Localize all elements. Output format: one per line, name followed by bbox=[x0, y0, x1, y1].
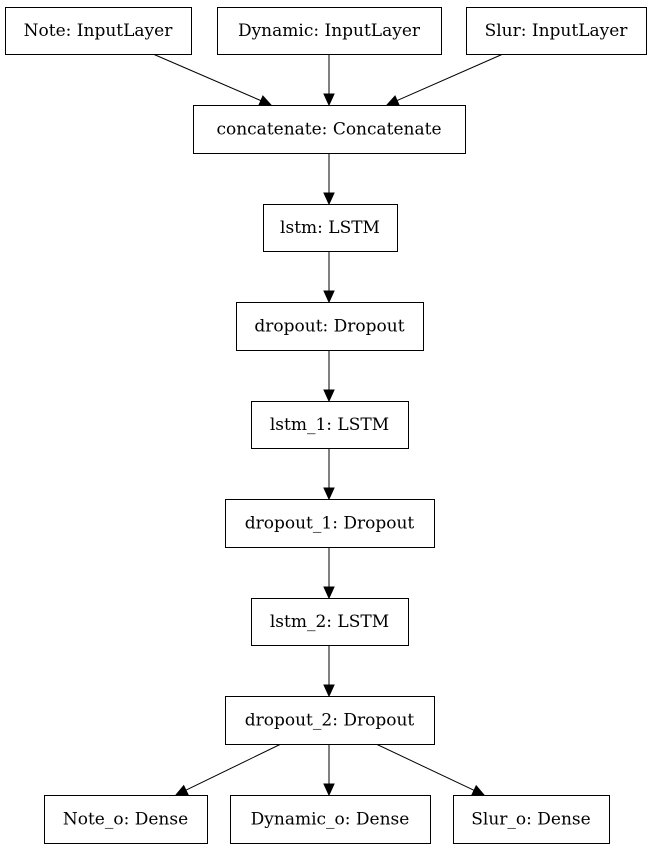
node-label: Note_o: Dense bbox=[63, 810, 188, 830]
arrowhead-icon bbox=[323, 290, 335, 304]
node-label: dropout_2: Dropout bbox=[245, 711, 415, 731]
node-label: Dynamic_o: Dense bbox=[251, 810, 410, 830]
arrowhead-icon bbox=[471, 784, 486, 796]
node-lstm: lstm: LSTM bbox=[263, 204, 398, 252]
node-box bbox=[225, 499, 435, 548]
node-dropout-2: dropout_2: Dropout bbox=[225, 696, 435, 745]
node-label: concatenate: Concatenate bbox=[216, 120, 441, 140]
arrowhead-icon bbox=[323, 586, 335, 600]
node-label: dropout_1: Dropout bbox=[245, 514, 415, 534]
node-box bbox=[251, 401, 409, 449]
edge-slur_input-to-concatenate bbox=[385, 53, 504, 106]
node-note-output: Note_o: Dense bbox=[44, 795, 208, 844]
arrowhead-icon bbox=[323, 192, 335, 206]
edge-dropout_2-to-dynamic_output bbox=[323, 744, 335, 797]
arrowhead-icon bbox=[323, 684, 335, 698]
node-box bbox=[193, 105, 466, 154]
node-label: lstm_1: LSTM bbox=[270, 415, 389, 435]
node-box bbox=[466, 7, 647, 55]
edge-dropout_1-to-lstm_2 bbox=[323, 547, 335, 600]
edge-concatenate-to-lstm bbox=[323, 153, 335, 206]
edge-dropout_2-to-slur_output bbox=[375, 743, 486, 796]
node-slur-output: Slur_o: Dense bbox=[453, 795, 610, 844]
arrowhead-icon bbox=[323, 93, 335, 107]
node-box bbox=[44, 795, 208, 844]
arrowhead-icon bbox=[323, 487, 335, 501]
node-box bbox=[453, 795, 610, 844]
node-box bbox=[5, 7, 192, 55]
node-box bbox=[251, 598, 409, 646]
node-lstm-2: lstm_2: LSTM bbox=[251, 598, 409, 646]
edge-line bbox=[185, 743, 282, 791]
edge-dynamic_input-to-concatenate bbox=[323, 54, 335, 107]
edge-lstm_2-to-dropout_2 bbox=[323, 645, 335, 698]
node-dynamic-output: Dynamic_o: Dense bbox=[230, 795, 431, 844]
node-lstm-1: lstm_1: LSTM bbox=[251, 401, 409, 449]
arrowhead-icon bbox=[174, 784, 189, 796]
arrowhead-icon bbox=[385, 95, 400, 106]
node-concatenate: concatenate: Concatenate bbox=[193, 105, 466, 154]
edge-dropout-to-lstm_1 bbox=[323, 350, 335, 403]
node-box bbox=[225, 696, 435, 745]
node-box bbox=[236, 302, 424, 351]
node-dynamic-input: Dynamic: InputLayer bbox=[217, 7, 442, 55]
node-label: Dynamic: InputLayer bbox=[238, 21, 421, 41]
node-label: lstm_2: LSTM bbox=[270, 612, 389, 632]
node-dropout: dropout: Dropout bbox=[236, 302, 424, 351]
edge-line bbox=[396, 53, 504, 102]
node-label: Slur_o: Dense bbox=[471, 810, 590, 830]
edge-line bbox=[152, 53, 262, 102]
node-box bbox=[230, 795, 431, 844]
edge-dropout_2-to-note_output bbox=[174, 743, 282, 796]
node-label: Slur: InputLayer bbox=[485, 21, 629, 41]
node-box bbox=[217, 7, 442, 55]
node-box bbox=[263, 204, 398, 252]
node-note-input: Note: InputLayer bbox=[5, 7, 192, 55]
node-label: dropout: Dropout bbox=[254, 317, 404, 337]
edge-note_input-to-concatenate bbox=[152, 53, 273, 106]
arrowhead-icon bbox=[323, 389, 335, 403]
arrowhead-icon bbox=[323, 783, 335, 797]
nodes-layer: Note: InputLayer Dynamic: InputLayer Slur:… bbox=[5, 7, 647, 844]
edge-line bbox=[375, 743, 475, 791]
node-slur-input: Slur: InputLayer bbox=[466, 7, 647, 55]
node-label: Note: InputLayer bbox=[24, 21, 174, 41]
arrowhead-icon bbox=[258, 95, 273, 106]
node-label: lstm: LSTM bbox=[280, 218, 380, 238]
edge-lstm-to-dropout bbox=[323, 251, 335, 304]
node-dropout-1: dropout_1: Dropout bbox=[225, 499, 435, 548]
edges-layer bbox=[152, 53, 504, 797]
edge-lstm_1-to-dropout_1 bbox=[323, 448, 335, 501]
